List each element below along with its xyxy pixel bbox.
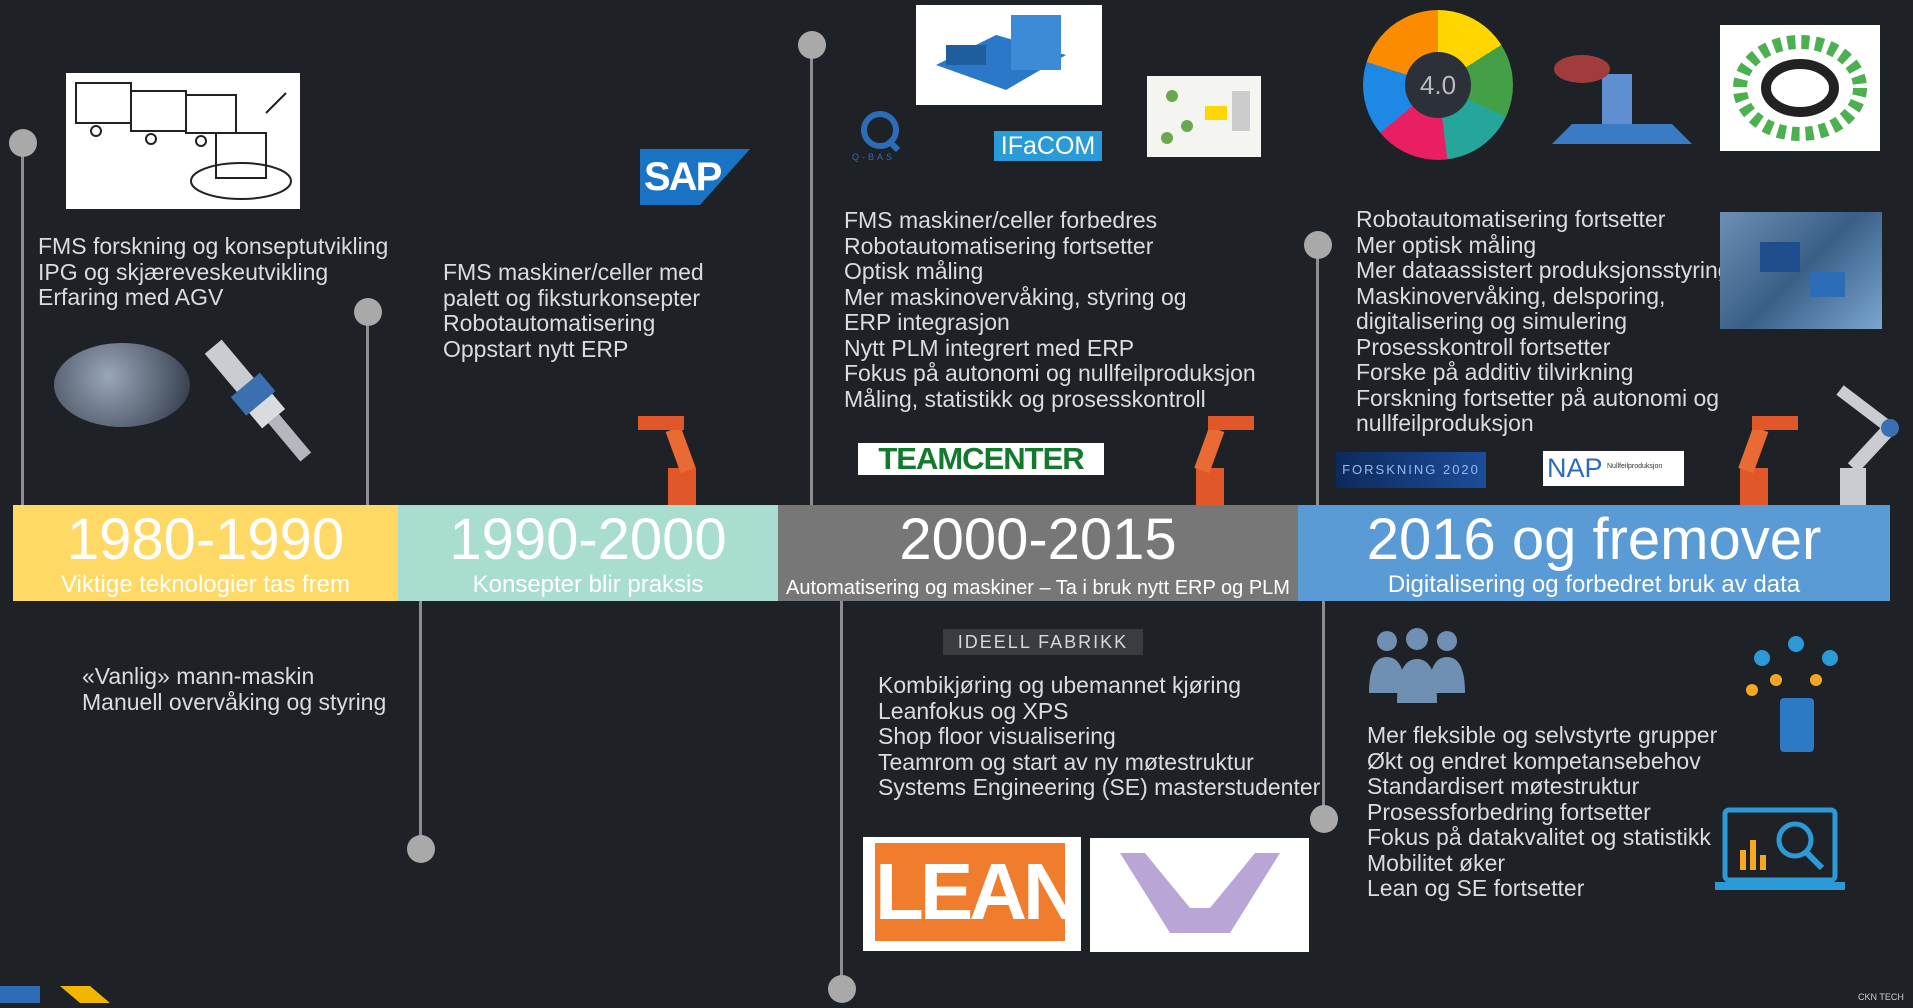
lean-sign: LEAN bbox=[875, 843, 1081, 941]
nap-text: NAP bbox=[1547, 453, 1603, 483]
corner-logo bbox=[0, 982, 120, 1003]
ideell-fabrikk-logo: IDEELL FABRIKK bbox=[943, 629, 1143, 655]
timeline-dot bbox=[1304, 231, 1332, 259]
timeline-segment-1980: 1980-1990 Viktige teknologier tas frem bbox=[13, 505, 398, 601]
simulation-image bbox=[1720, 212, 1882, 329]
milestones-2016-below: Mer fleksible og selvstyrte grupper Økt … bbox=[1367, 722, 1718, 901]
timeline-dot bbox=[407, 835, 435, 863]
period-subtitle: Automatisering og maskiner – Ta i bruk n… bbox=[786, 577, 1290, 599]
fms-machine-image bbox=[916, 5, 1102, 105]
period-subtitle: Digitalisering og forbedret bruk av data bbox=[1387, 571, 1801, 598]
robot-arm-image bbox=[630, 398, 722, 505]
nap-logo: NAP Nullfeilproduksjon bbox=[1543, 451, 1684, 486]
diagram-image bbox=[1147, 76, 1261, 157]
footer-brand: CKN TECH bbox=[1858, 992, 1904, 1002]
tool-holder-image bbox=[180, 330, 340, 478]
lean-text: LEAN bbox=[875, 847, 1081, 936]
connector-line bbox=[419, 601, 422, 847]
ring-gear-image bbox=[1720, 25, 1880, 151]
ifacom-logo: IFaCOM bbox=[994, 131, 1102, 161]
ifacom-text: IFaCOM bbox=[1000, 132, 1096, 160]
v-model-diagram-image bbox=[1090, 838, 1309, 952]
industry40-wheel-image: 4.0 bbox=[1363, 10, 1513, 160]
connector-line bbox=[1316, 245, 1319, 505]
sap-logo: SAP bbox=[640, 149, 750, 205]
connector-line bbox=[1322, 601, 1325, 819]
timeline-segment-2016: 2016 og fremover Digitalisering og forbe… bbox=[1298, 505, 1890, 601]
agv-sketch-image bbox=[66, 73, 300, 209]
sap-logo-text: SAP bbox=[644, 155, 722, 199]
forskning-logo: FORSKNING 2020 bbox=[1336, 452, 1486, 488]
data-mobile-icon bbox=[1732, 628, 1860, 756]
milestones-2016-above: Robotautomatisering fortsetter Mer optis… bbox=[1356, 206, 1731, 436]
period-years: 1980-1990 bbox=[66, 507, 345, 572]
agv-drawing bbox=[75, 82, 292, 200]
timeline-dot bbox=[1310, 805, 1338, 833]
milestones-2000-below: Kombikjøring og ubemannet kjøring Leanfo… bbox=[878, 672, 1321, 800]
timeline-dot bbox=[354, 298, 382, 326]
period-subtitle: Viktige teknologier tas frem bbox=[60, 571, 351, 598]
qbas-text: Q-BAS bbox=[852, 152, 896, 162]
qbas-logo: Q-BAS bbox=[848, 108, 920, 168]
ideell-fabrikk-text: IDEELL FABRIKK bbox=[957, 632, 1129, 652]
forskning-text: FORSKNING 2020 bbox=[1342, 462, 1480, 477]
connector-line bbox=[810, 45, 813, 505]
milestones-1980-below: «Vanlig» mann-maskin Manuell overvåking … bbox=[82, 663, 387, 715]
people-group-icon bbox=[1365, 627, 1470, 707]
lean-image: LEAN bbox=[863, 837, 1081, 951]
period-years: 1990-2000 bbox=[449, 507, 727, 572]
robot-arm-image bbox=[1712, 398, 1804, 505]
timeline-dot bbox=[798, 31, 826, 59]
industry40-label: 4.0 bbox=[1419, 70, 1457, 100]
teamcenter-logo: TEAMCENTER bbox=[858, 443, 1104, 475]
connector-line bbox=[840, 601, 843, 987]
milestones-1980-above: FMS forskning og konseptutvikling IPG og… bbox=[38, 233, 389, 310]
nap-subtext: Nullfeilproduksjon bbox=[1607, 463, 1663, 470]
period-subtitle: Konsepter blir praksis bbox=[472, 571, 704, 598]
robot-arm-image bbox=[1168, 398, 1260, 505]
period-years: 2000-2015 bbox=[899, 507, 1177, 572]
industry40-wheel-center: 4.0 bbox=[1405, 52, 1471, 118]
timeline-dot bbox=[9, 129, 37, 157]
timeline-dot bbox=[828, 975, 856, 1003]
analytics-laptop-icon bbox=[1710, 800, 1855, 900]
period-years: 2016 og fremover bbox=[1366, 507, 1822, 572]
milestones-1990-above: FMS maskiner/celler med palett og fikstu… bbox=[443, 259, 704, 362]
timeline-segment-1990: 1990-2000 Konsepter blir praksis bbox=[398, 505, 778, 601]
teamcenter-text: TEAMCENTER bbox=[878, 441, 1084, 476]
robot-car-render-image bbox=[1542, 44, 1702, 154]
connector-line bbox=[366, 312, 369, 505]
timeline-segment-2000: 2000-2015 Automatisering og maskiner – T… bbox=[778, 505, 1298, 601]
connector-line bbox=[21, 143, 24, 505]
cobot-arm-image bbox=[1810, 378, 1910, 505]
milestones-2000-above: FMS maskiner/celler forbedres Robotautom… bbox=[844, 207, 1256, 412]
machine-photo bbox=[54, 343, 190, 427]
